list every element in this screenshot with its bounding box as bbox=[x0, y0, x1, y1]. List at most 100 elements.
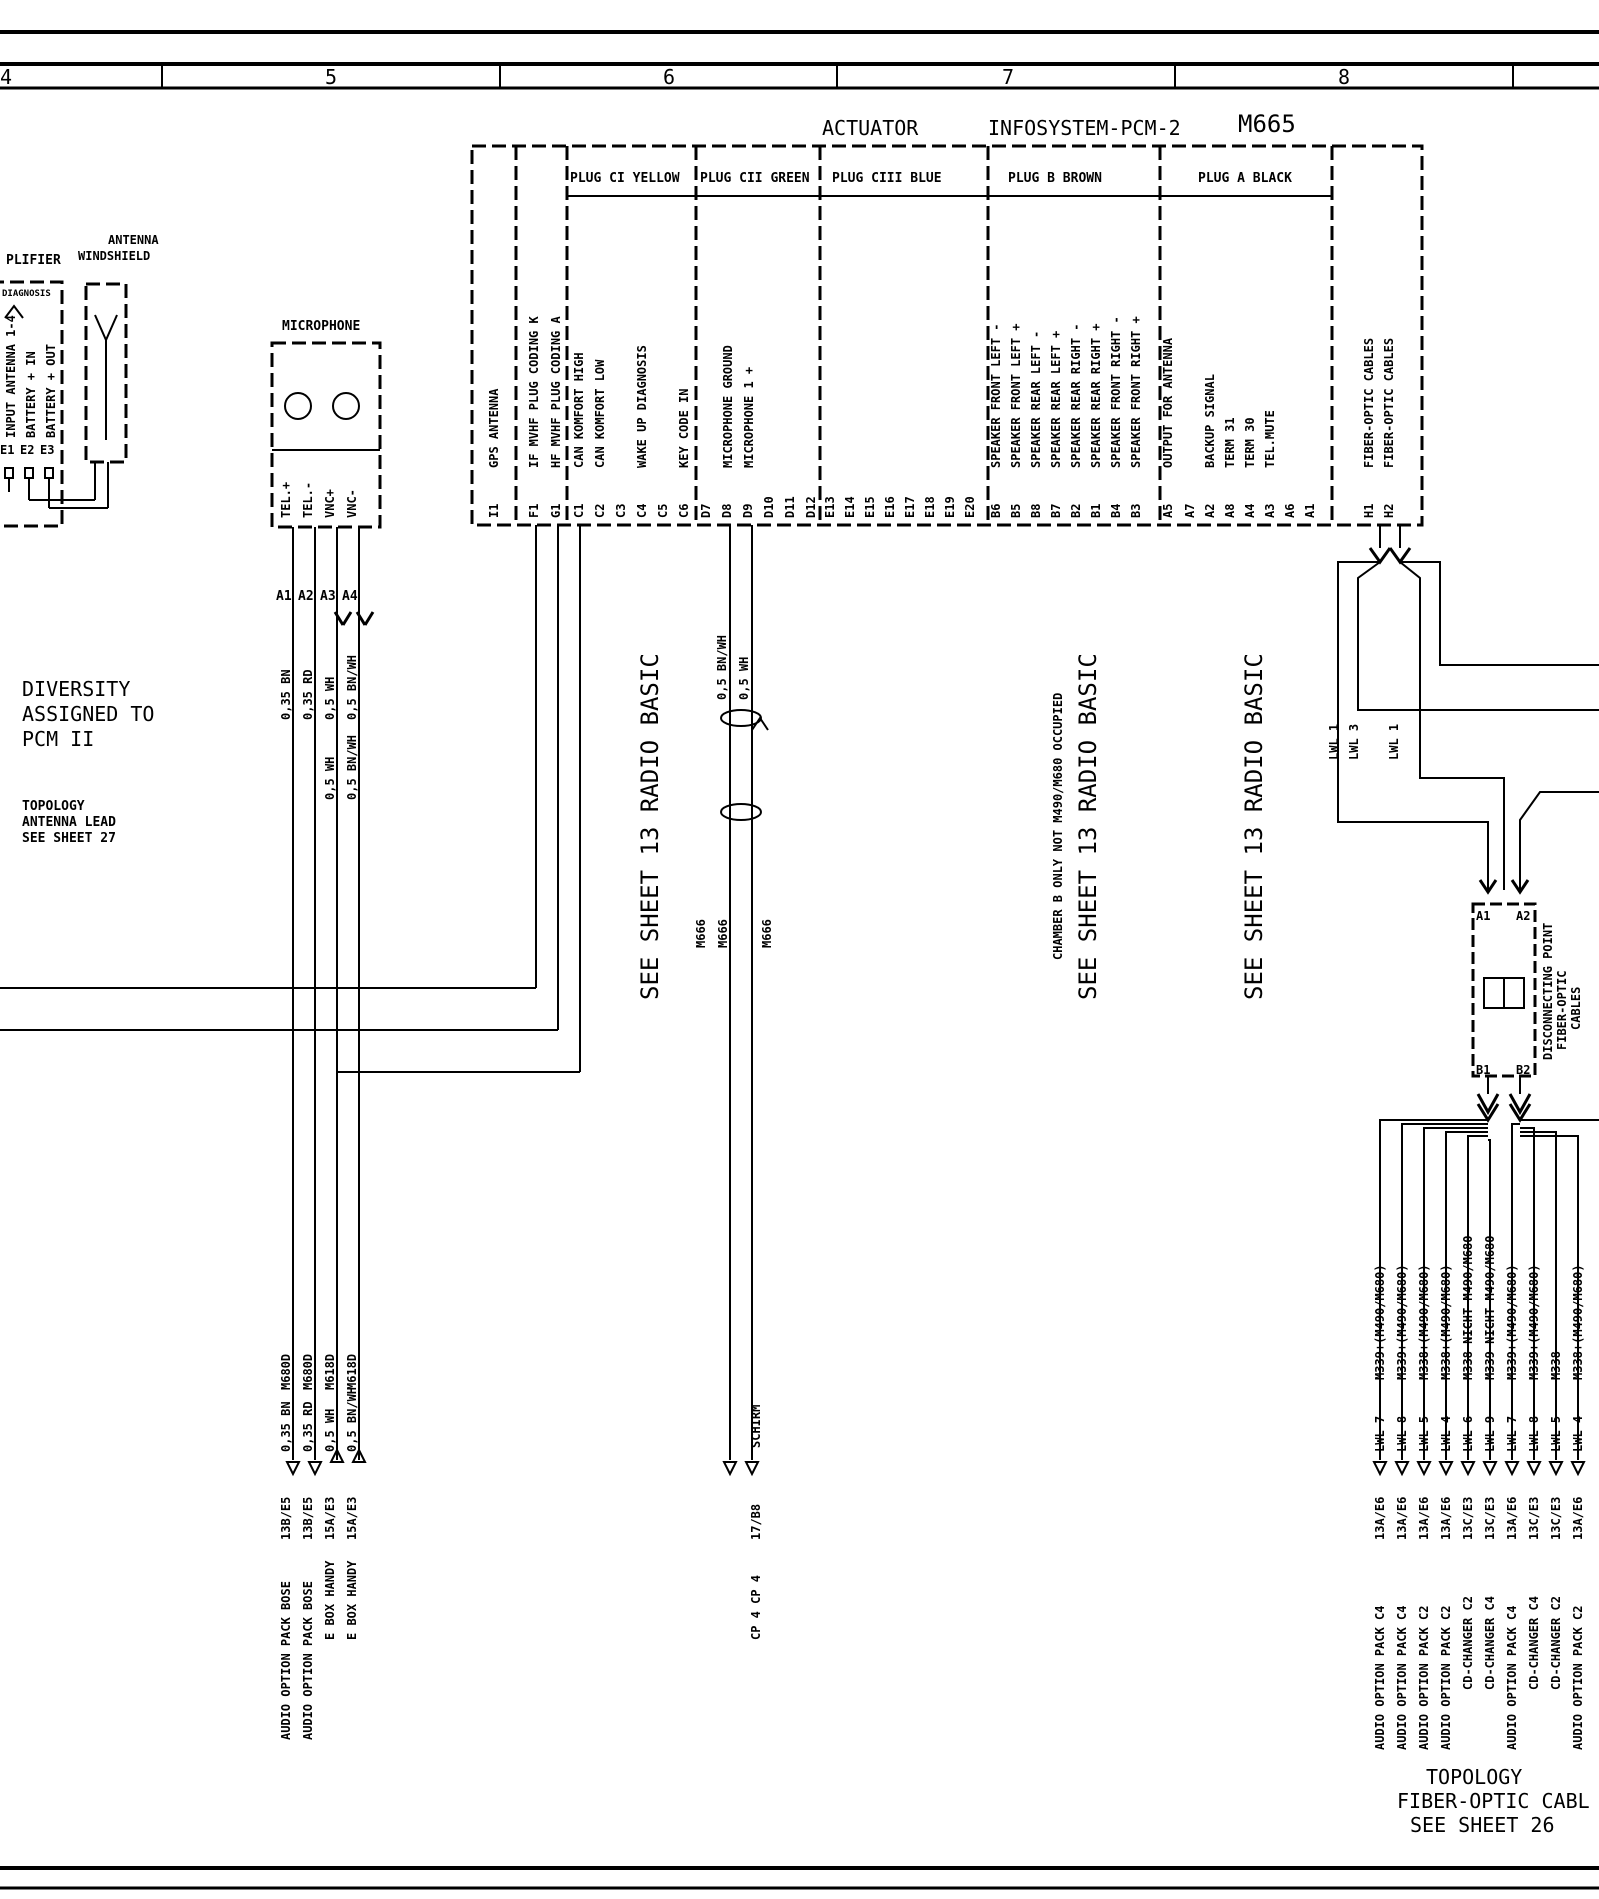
cii-wires bbox=[720, 525, 769, 1477]
option-code: M338+(M490/M680) bbox=[1571, 1264, 1585, 1380]
note-line: TOPOLOGY bbox=[1426, 1765, 1522, 1789]
wire-label: 0,35 BN bbox=[279, 1401, 293, 1452]
fiber-bottom-labels: M339+(M490/M680) M339+(M490/M680) M338+(… bbox=[1373, 1236, 1585, 1751]
note-line: PCM II bbox=[22, 727, 94, 751]
pin-id: C5 bbox=[656, 504, 670, 518]
pin-id: E2 bbox=[20, 443, 34, 457]
fiber-bottom-terminals bbox=[1372, 1461, 1586, 1477]
lwl-label: LWL 9 bbox=[1483, 1416, 1497, 1452]
pin-id: A6 bbox=[1283, 504, 1297, 518]
wire-label: 0,5 WH bbox=[323, 677, 337, 720]
infosystem-label: INFOSYSTEM-PCM-2 bbox=[988, 116, 1181, 140]
target-ref: 13A/E6 bbox=[1505, 1497, 1519, 1540]
destination: CD-CHANGER C4 bbox=[1527, 1596, 1541, 1690]
note-line: SEE SHEET 27 bbox=[22, 831, 116, 846]
pin-id: B2 bbox=[1069, 504, 1083, 518]
option-code: M339+(M490/M680) bbox=[1527, 1264, 1541, 1380]
wire-label: 0,5 BN/WH bbox=[345, 1387, 359, 1452]
lwl-top-labels: LWL 1 LWL 3 LWL 1 bbox=[1327, 724, 1401, 760]
option-code: M339+(M490/M680) bbox=[1373, 1264, 1387, 1380]
pin-id: B1 bbox=[1476, 1063, 1490, 1077]
lwl-label: LWL 5 bbox=[1417, 1416, 1431, 1452]
plug-ciii-label: PLUG CIII BLUE bbox=[832, 171, 942, 186]
pin-id: A1 bbox=[1476, 909, 1490, 923]
lwl-label: LWL 8 bbox=[1395, 1416, 1409, 1452]
note-line: ASSIGNED TO bbox=[22, 702, 154, 726]
microphone-arrow-terminals bbox=[285, 1447, 367, 1477]
target-ref: 13C/E3 bbox=[1483, 1497, 1497, 1540]
lwl-label: LWL 1 bbox=[1327, 724, 1341, 760]
option-code: M338 NICHT M490/M680 bbox=[1461, 1236, 1475, 1381]
destination: AUDIO OPTION PACK BOSE bbox=[301, 1581, 315, 1740]
amplifier-pin-labels: INPUT ANTENNA 1-4 BATTERY + IN BATTERY +… bbox=[0, 315, 58, 457]
pin-id: A3 bbox=[320, 589, 336, 604]
destination: CP 4 CP 4 bbox=[749, 1575, 763, 1640]
column-number: 5 bbox=[325, 65, 337, 89]
target-ref: 13C/E3 bbox=[1461, 1497, 1475, 1540]
target-ref: 13B/E5 bbox=[301, 1497, 315, 1540]
column-number: 7 bbox=[1002, 65, 1014, 89]
topology-antenna-note: TOPOLOGY ANTENNA LEAD SEE SHEET 27 bbox=[22, 799, 116, 846]
pin-id: B5 bbox=[1009, 504, 1023, 518]
option-code: M339+(M490/M680) bbox=[1395, 1264, 1409, 1380]
plug-b-label: PLUG B BROWN bbox=[1008, 171, 1102, 186]
pin-id: A7 bbox=[1183, 504, 1197, 518]
microphone-pin-labels: TEL.+ TEL.- VNC+ VNC- bbox=[279, 482, 359, 518]
diversity-note: DIVERSITY ASSIGNED TO PCM II bbox=[22, 677, 154, 751]
sheet-frame bbox=[0, 30, 1599, 1890]
pin-label: SPEAKER FRONT RIGHT + bbox=[1129, 316, 1143, 468]
note-line: SEE SHEET 26 bbox=[1410, 1813, 1555, 1837]
lwl-label: LWL 1 bbox=[1387, 724, 1401, 760]
pin-label: SPEAKER FRONT LEFT - bbox=[989, 324, 1003, 469]
lwl-label: LWL 4 bbox=[1439, 1416, 1453, 1452]
target-ref: 13C/E3 bbox=[1527, 1497, 1541, 1540]
lwl-label: LWL 6 bbox=[1461, 1416, 1475, 1452]
column-number: 8 bbox=[1338, 65, 1350, 89]
label-line: CABLES bbox=[1569, 987, 1583, 1030]
lwl-label: LWL 7 bbox=[1373, 1416, 1387, 1452]
target-ref: 13A/E6 bbox=[1439, 1497, 1453, 1540]
destination: AUDIO OPTION PACK C4 bbox=[1373, 1606, 1387, 1751]
pin-label: SPEAKER FRONT RIGHT - bbox=[1109, 316, 1123, 468]
wire-label: 0,5 WH bbox=[323, 1409, 337, 1452]
pin-label: CAN KOMFORT HIGH bbox=[572, 352, 586, 468]
wire-label: 0,35 RD bbox=[301, 1401, 315, 1452]
option-code: M666 bbox=[760, 919, 774, 948]
option-code: M680D bbox=[301, 1354, 315, 1390]
pin-id: A4 bbox=[342, 589, 358, 604]
pin-label: IF MVHF PLUG CODING K bbox=[527, 316, 541, 468]
topology-fiber-note: TOPOLOGY FIBER-OPTIC CABL SEE SHEET 26 bbox=[1397, 1765, 1590, 1837]
pin-label: GPS ANTENNA bbox=[487, 388, 501, 468]
pin-label: OUTPUT FOR ANTENNA bbox=[1161, 337, 1175, 468]
pin-label: CAN KOMFORT LOW bbox=[593, 359, 607, 468]
see-sheet-b: SEE SHEET 13 RADIO BASIC bbox=[1074, 653, 1102, 1000]
amplifier-connectors bbox=[4, 304, 108, 509]
component-code: M665 bbox=[1238, 110, 1296, 138]
wire-label: 0,35 BN bbox=[279, 669, 293, 720]
pcm-pin-ids: I1 F1 G1 C1 C2 C3 C4 C5 C6 D7 D8 D9 D10 … bbox=[487, 496, 1396, 518]
pin-id: D9 bbox=[741, 504, 755, 518]
chamber-note: CHAMBER B ONLY NOT M490/M680 OCCUPIED bbox=[1051, 693, 1065, 960]
pin-id: C3 bbox=[614, 504, 628, 518]
destination: CD-CHANGER C2 bbox=[1549, 1596, 1563, 1690]
pin-id: H2 bbox=[1382, 504, 1396, 518]
pin-id: I1 bbox=[487, 504, 501, 518]
pin-id: B1 bbox=[1089, 504, 1103, 518]
fiber-optic-wires bbox=[1337, 525, 1599, 895]
harness-wires bbox=[0, 525, 581, 1073]
pin-id: A1 bbox=[1303, 504, 1317, 518]
pin-label: SPEAKER REAR RIGHT + bbox=[1089, 324, 1103, 469]
pin-label: VNC- bbox=[345, 489, 359, 518]
pcm-unit-box bbox=[470, 144, 1424, 527]
wire-label: 0,5 BN/WH bbox=[715, 635, 729, 700]
pin-id: E1 bbox=[0, 443, 14, 457]
plug-a-label: PLUG A BLACK bbox=[1198, 171, 1292, 186]
pin-id: A3 bbox=[1263, 504, 1277, 518]
pin-label: INPUT ANTENNA 1-4 bbox=[4, 315, 18, 438]
option-code: M339+(M490/M680) bbox=[1505, 1264, 1519, 1380]
option-code: M618D bbox=[345, 1354, 359, 1390]
pin-id: C4 bbox=[635, 504, 649, 518]
microphone-pin-ids: A1 A2 A3 A4 bbox=[276, 589, 358, 604]
pin-id: B8 bbox=[1029, 504, 1043, 518]
